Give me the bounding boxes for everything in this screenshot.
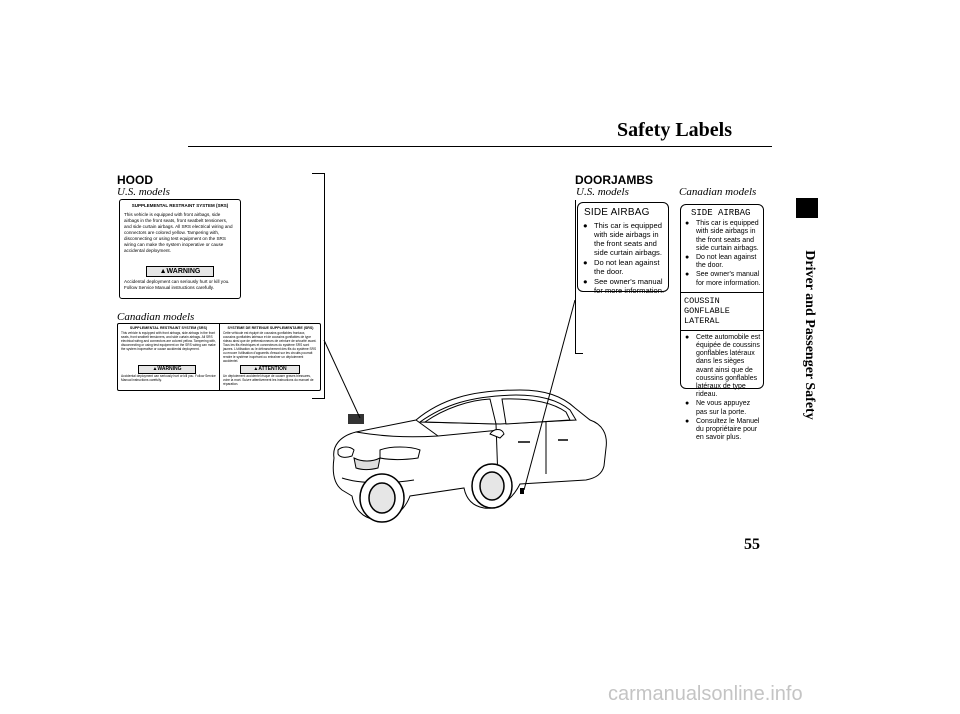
doorjambs-us-heading: U.S. models: [576, 186, 629, 198]
list-item: This car is equipped with side airbags i…: [685, 220, 761, 253]
doorjambs-canadian-label: SIDE AIRBAG This car is equipped with si…: [680, 204, 764, 441]
list-item: Do not lean against the door.: [583, 258, 665, 276]
hood-canadian-heading: Canadian models: [117, 311, 195, 323]
section-tab-marker: [796, 198, 818, 218]
page-title: Safety Labels: [617, 119, 732, 141]
list-item: Ne vous appuyez pas sur la porte.: [685, 400, 761, 416]
hood-ca-fr-body: Cette véhicule est équipé de coussins go…: [223, 331, 317, 363]
doorjambs-heading: DOORJAMBS: [575, 173, 654, 187]
hood-us-label: SUPPLEMENTAL RESTRAINT SYSTEM (SRS) This…: [119, 199, 241, 299]
list-item: See owner's manual for more information.: [583, 277, 665, 295]
hood-us-warning-body: Accidental deployment can seriously hurt…: [124, 279, 230, 290]
hood-ca-en-warning-bar: ▲WARNING: [138, 365, 196, 374]
hood-heading: HOOD: [117, 173, 153, 187]
hood-canadian-label-fr: SYSTEME DE RETENUE SUPPLEMENTAIRE (SRS) …: [219, 324, 321, 390]
hood-bracket-line: [324, 173, 325, 399]
list-item: This car is equipped with side airbags i…: [583, 221, 665, 257]
doorjambs-ca-fr-list: Cette automobile est équipée de coussins…: [681, 334, 763, 443]
car-illustration: [332, 389, 607, 523]
list-item: Consultez le Manuel du propriétaire pour…: [685, 418, 761, 443]
doorjambs-us-label-title: SIDE AIRBAG: [584, 207, 650, 218]
hood-ca-en-body: This vehicle is equipped with front airb…: [121, 331, 216, 351]
hood-us-heading: U.S. models: [117, 186, 170, 198]
label-divider: [681, 329, 763, 331]
hood-label-marker: [348, 414, 364, 424]
doorjambs-ca-en-list: This car is equipped with side airbags i…: [681, 220, 763, 288]
page-number: 55: [744, 536, 760, 553]
hood-ca-en-title: SUPPLEMENTAL RESTRAINT SYSTEM (SRS): [129, 326, 208, 330]
hood-bracket-top: [312, 173, 325, 174]
hood-us-label-title: SUPPLEMENTAL RESTRAINT SYSTEM (SRS): [131, 203, 229, 208]
hood-ca-fr-warning-body: Un déploiement accidentel risque de caus…: [223, 374, 314, 386]
warning-triangle-icon: ▲: [152, 366, 158, 372]
hood-bracket-bottom: [312, 398, 325, 399]
warning-triangle-icon: ▲: [253, 366, 259, 372]
hood-us-warning-bar: ▲WARNING: [146, 266, 214, 277]
hood-ca-fr-title: SYSTEME DE RETENUE SUPPLEMENTAIRE (SRS): [227, 326, 314, 330]
watermark: carmanualsonline.info: [608, 683, 803, 705]
warning-triangle-icon: ▲: [159, 268, 167, 275]
doorjambs-us-list: This car is equipped with side airbags i…: [578, 221, 668, 295]
hood-ca-fr-warning-bar: ▲ATTENTION: [240, 365, 300, 374]
hood-canadian-label: SUPPLEMENTAL RESTRAINT SYSTEM (SRS) This…: [117, 323, 321, 391]
doorjambs-bracket-line: [575, 200, 576, 353]
header-rule: [188, 146, 772, 147]
doorjambs-ca-en-title: SIDE AIRBAG: [691, 208, 751, 218]
doorjambs-us-label: SIDE AIRBAG This car is equipped with si…: [577, 202, 669, 295]
label-divider: [681, 291, 763, 293]
hood-ca-en-warning-body: Accidental deployment can seriously hurt…: [121, 374, 216, 382]
hood-canadian-label-en: SUPPLEMENTAL RESTRAINT SYSTEM (SRS) This…: [118, 324, 219, 390]
door-label-marker: [520, 488, 524, 494]
list-item: Do not lean against the door.: [685, 254, 761, 270]
doorjambs-canadian-heading: Canadian models: [679, 186, 757, 198]
section-title: Driver and Passenger Safety: [802, 250, 817, 420]
list-item: See owner's manual for more information.: [685, 271, 761, 287]
list-item: Cette automobile est équipée de coussins…: [685, 334, 761, 400]
doorjambs-ca-fr-title: COUSSIN GONFLABLE LATERAL: [684, 295, 730, 326]
hood-us-label-body: This vehicle is equipped with front airb…: [124, 211, 233, 253]
doorjambs-bracket-bottom: [575, 353, 583, 354]
